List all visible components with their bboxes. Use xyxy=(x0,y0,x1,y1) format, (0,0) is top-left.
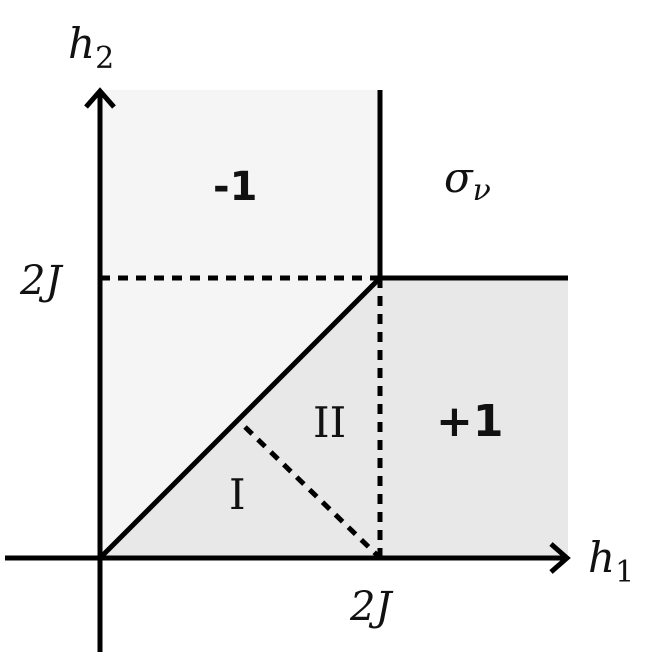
region-label-two: II xyxy=(313,398,346,447)
region-label-minus-one: -1 xyxy=(213,164,257,210)
region-label-one: I xyxy=(229,470,246,519)
dashed-line-region-divider xyxy=(243,425,380,558)
region-label-plus-one: +1 xyxy=(436,396,503,447)
region-minus-one-fill xyxy=(100,90,380,558)
y-axis-label: h2 xyxy=(68,19,114,76)
y-axis-label-sub: 2 xyxy=(95,41,114,76)
sigma-base: σ xyxy=(444,153,474,202)
y-tick-2j: 2J xyxy=(19,258,63,304)
y-axis-label-base: h xyxy=(68,19,95,68)
x-tick-2j: 2J xyxy=(349,584,393,630)
sigma-sub: ν xyxy=(473,173,491,208)
region-plus-one-fill xyxy=(100,278,568,558)
y-axis-arrowhead xyxy=(84,87,116,109)
x-axis-arrowhead xyxy=(549,542,571,574)
region-label-sigma-nu: σν xyxy=(444,153,491,208)
boundary-diagonal xyxy=(98,276,382,560)
x-axis-label: h1 xyxy=(588,533,634,590)
x-axis-label-base: h xyxy=(588,533,615,582)
x-axis-label-sub: 1 xyxy=(615,555,634,590)
